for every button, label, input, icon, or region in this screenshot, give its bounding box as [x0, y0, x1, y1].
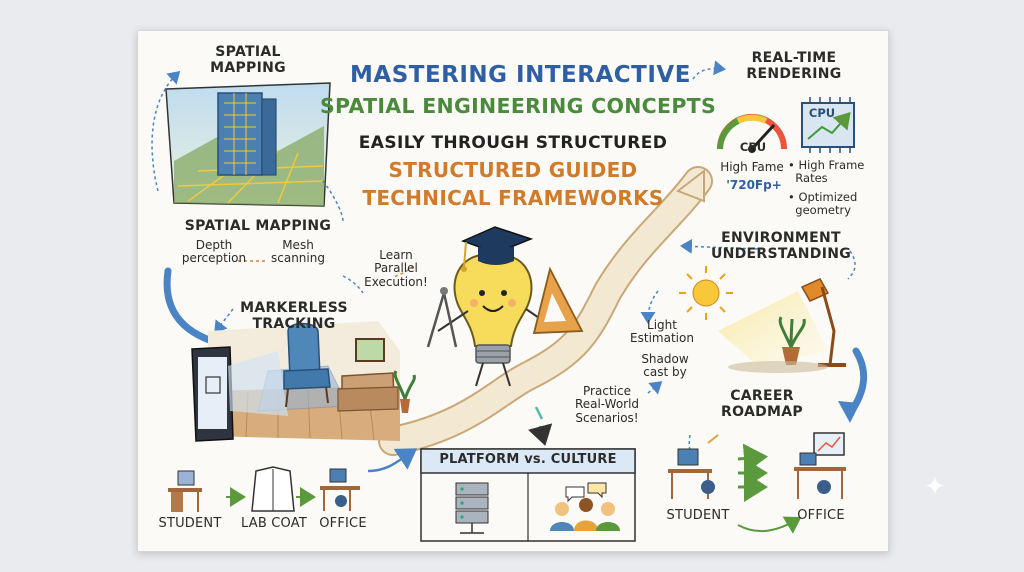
practice-note: Practice Real-World Scenarios! — [574, 384, 640, 425]
desk-icon — [168, 470, 202, 512]
shadow-label: Shadow cast by — [641, 352, 689, 380]
learn-note: Learn Parallel Execution! — [364, 248, 428, 289]
cpu-chip-icon — [801, 97, 855, 153]
bottom-student-label: STUDENT — [158, 516, 222, 531]
diagram-illustrations — [151, 60, 868, 542]
title-line-5: TECHNICAL FRAMEWORKS — [362, 186, 664, 210]
career-student-label: STUDENT — [666, 508, 730, 523]
server-icon — [455, 482, 489, 534]
career-heading: CAREER ROADMAP — [721, 388, 803, 420]
env-plant-icon — [778, 316, 806, 365]
platform-culture-title: PLATFORM vs. CULTURE — [439, 452, 617, 467]
spatial-mapping-subheading: SPATIAL MAPPING — [184, 218, 332, 234]
building-icon — [165, 82, 331, 207]
title-line-4: STRUCTURED GUIDED — [388, 158, 638, 182]
sofa-icon — [337, 372, 399, 412]
monitor-chart-icon — [794, 432, 846, 499]
markerless-heading: MARKERLESS TRACKING — [240, 300, 348, 332]
armchair-icon — [283, 322, 331, 408]
gauge-icon — [717, 114, 787, 153]
title-line-3: EASILY THROUGH STRUCTURED — [358, 133, 668, 153]
high-fame-label: High Fame — [720, 160, 784, 174]
career-desk-icon — [668, 448, 715, 499]
graduation-cap-icon — [460, 226, 534, 272]
bottom-office-label: OFFICE — [319, 516, 367, 531]
environment-heading: ENVIRONMENT UNDERSTANDING — [710, 230, 852, 262]
people-chat-icon — [550, 482, 620, 531]
office-desk-icon — [320, 468, 360, 511]
compass-icon — [426, 287, 458, 348]
mesh-scanning-label: Mesh scanning — [271, 238, 325, 266]
title-line-2: SPATIAL ENGINEERING CONCEPTS — [319, 94, 717, 118]
spatial-mapping-heading: SPATIAL MAPPING — [210, 44, 286, 76]
career-office-label: OFFICE — [797, 508, 845, 523]
chip-label: CPU — [808, 106, 836, 120]
bullet-optimized: • Optimized geometry — [788, 190, 858, 217]
light-estimation-label: Light Estimation — [630, 318, 694, 346]
diagram-sheet: MASTERING INTERACTIVE SPATIAL ENGINEERIN… — [137, 30, 889, 552]
triangle-ruler-icon — [532, 266, 584, 334]
plant-icon — [393, 370, 416, 413]
depth-perception-label: Depth perception — [181, 238, 247, 266]
title-line-1: MASTERING INTERACTIVE — [350, 62, 691, 88]
gauge-label: CPU — [739, 140, 767, 154]
ar-room-scene — [191, 321, 416, 442]
sun-icon — [679, 266, 733, 320]
sparkle-icon: ✦ — [924, 472, 946, 502]
fps-label: '720Fp+ — [726, 178, 782, 192]
bottom-lab-coat-label: LAB COAT — [241, 516, 307, 531]
bullet-high-frame: • High Frame Rates — [788, 158, 865, 185]
lab-coat-icon — [251, 466, 295, 512]
real-time-heading: REAL-TIME RENDERING — [746, 50, 842, 82]
